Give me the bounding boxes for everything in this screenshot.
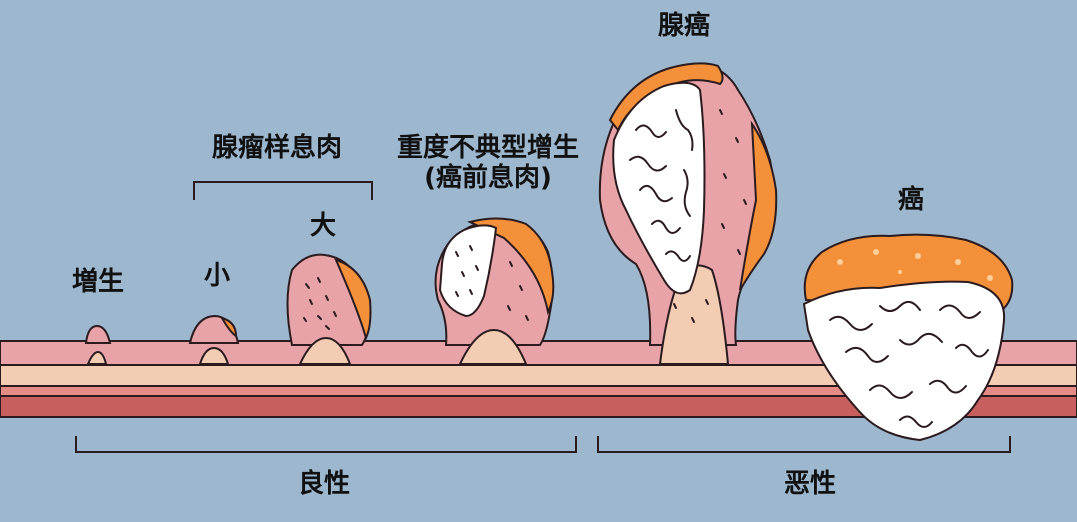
label-malignant: 恶性 (784, 469, 837, 499)
label-large: 大 (310, 211, 337, 241)
large-adenoma (286, 253, 372, 365)
severe-dysplasia-polyp (434, 217, 555, 365)
label-small: 小 (204, 261, 231, 291)
adenoma-bracket (193, 181, 373, 200)
small-adenoma (188, 314, 240, 365)
invasive-cancer (802, 233, 1014, 442)
label-cancer: 癌 (898, 185, 925, 215)
hyperplasia-bump (84, 324, 112, 365)
label-adenoma-group: 腺瘤样息肉 (212, 133, 343, 163)
label-hyperplasia: 増生 (72, 267, 125, 297)
label-benign: 良性 (298, 469, 351, 499)
label-severe-dysplasia-line2: (癌前息肉) (424, 162, 552, 193)
label-severe-dysplasia: 重度不典型增生 (癌前息肉) (388, 133, 588, 194)
benign-bracket (75, 436, 577, 453)
label-adenocarcinoma: 腺癌 (658, 11, 711, 41)
adenocarcinoma-polyp (598, 62, 778, 365)
label-severe-dysplasia-line1: 重度不典型增生 (396, 133, 579, 163)
malignant-bracket (597, 436, 1011, 453)
